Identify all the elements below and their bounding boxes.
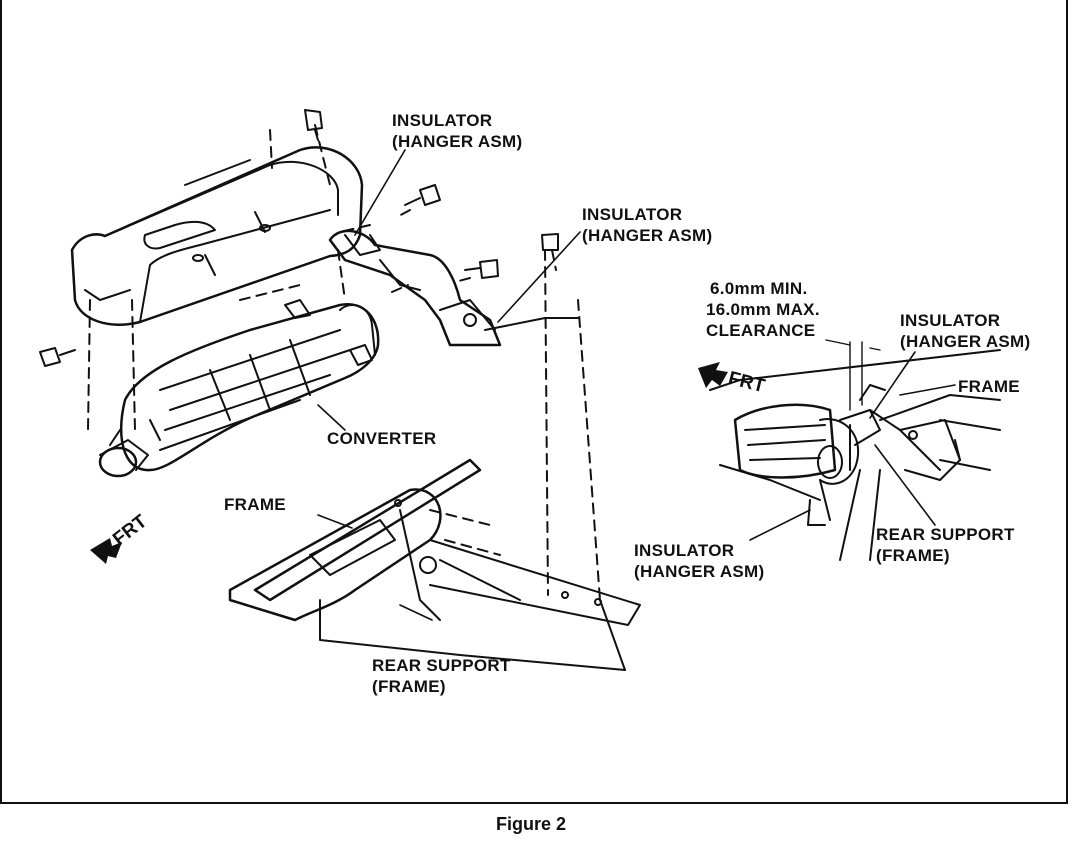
rear-support-frame-left (228, 317, 641, 671)
bolt-icons (39, 109, 559, 367)
clearance-dimension (825, 339, 881, 411)
alignment-lines (87, 124, 601, 601)
insulator-bottom-callout: INSULATOR (HANGER ASM) (634, 540, 764, 582)
frame-right-label: FRAME (958, 377, 1020, 396)
rear-support-left-callout: REAR SUPPORT (FRAME) (372, 655, 511, 697)
clearance-line3: CLEARANCE (706, 321, 816, 340)
rear-support-right-line2: (FRAME) (876, 546, 950, 565)
rear-support-right-callout: REAR SUPPORT (FRAME) (876, 524, 1015, 566)
rear-support-left-line1: REAR SUPPORT (372, 656, 511, 675)
insulator-mid-line2: (HANGER ASM) (582, 226, 713, 245)
insulator-top-callout: INSULATOR (HANGER ASM) (392, 110, 522, 152)
insulator-bottom-line1: INSULATOR (634, 541, 735, 560)
hanger-bracket (328, 229, 502, 347)
clearance-callout: 6.0mm MIN. 16.0mm MAX. CLEARANCE (706, 278, 820, 341)
insulator-right-line2: (HANGER ASM) (900, 332, 1031, 351)
clearance-line1: 6.0mm MIN. (710, 279, 808, 298)
converter-label: CONVERTER (327, 429, 437, 448)
clearance-detail-view (709, 349, 1001, 561)
figure-border (0, 0, 1068, 804)
insulator-right-line1: INSULATOR (900, 311, 1001, 330)
clearance-line2: 16.0mm MAX. (706, 300, 820, 319)
rear-support-left-line2: (FRAME) (372, 677, 446, 696)
leader-lines (317, 149, 581, 621)
insulator-mid-line1: INSULATOR (582, 205, 683, 224)
insulator-mid-callout: INSULATOR (HANGER ASM) (582, 204, 712, 246)
insulator-right-callout: INSULATOR (HANGER ASM) (900, 310, 1030, 352)
heat-shield (70, 146, 364, 326)
catalytic-converter (98, 299, 380, 478)
insulator-top-line1: INSULATOR (392, 111, 493, 130)
figure-caption: Figure 2 (496, 814, 567, 834)
frame-left-label: FRAME (224, 495, 286, 514)
frt-arrow-icons (90, 362, 728, 564)
rear-support-right-line1: REAR SUPPORT (876, 525, 1015, 544)
leader-lines-right (749, 351, 956, 541)
insulator-bottom-line2: (HANGER ASM) (634, 562, 765, 581)
insulator-top-line2: (HANGER ASM) (392, 132, 523, 151)
